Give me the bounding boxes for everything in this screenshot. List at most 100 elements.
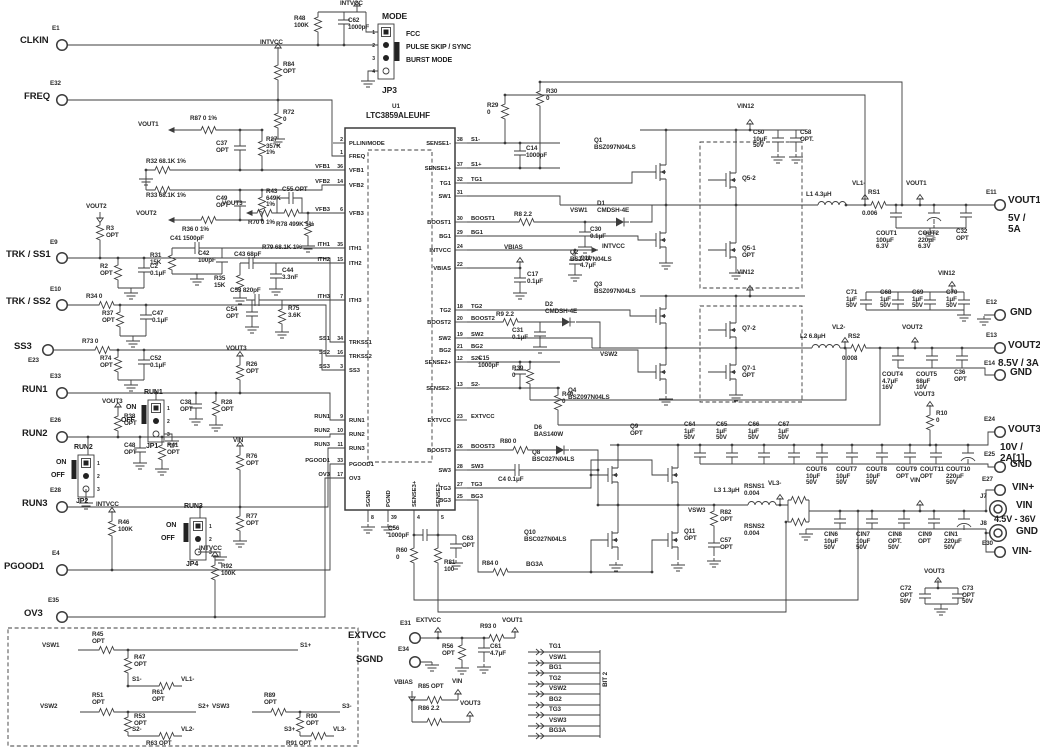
label-cout5-68-f-10v: COUT5 68μF 10V xyxy=(916,371,937,392)
label-c31-0-1-f: C31 0.1μF xyxy=(512,327,528,341)
label-q1-bsz097n04ls: Q1 BSZ097N04LS xyxy=(594,137,636,151)
label-e35: E35 xyxy=(48,597,59,604)
svg-text:BG3: BG3 xyxy=(471,494,484,500)
label-r79-68-1k-1: R79 68.1K 1% xyxy=(262,244,302,251)
label-e10: E10 xyxy=(50,286,61,293)
label-e34: E34 xyxy=(398,646,409,653)
svg-text:BOOST3: BOOST3 xyxy=(427,448,452,454)
label-c72-opt-50v: C72 OPT 50V xyxy=(900,585,913,606)
label-c48-opt: C48 OPT xyxy=(124,442,137,456)
svg-text:BOOST1: BOOST1 xyxy=(471,216,496,222)
signal-vsw3: VSW3 xyxy=(549,717,567,724)
svg-text:BOOST2: BOOST2 xyxy=(427,320,451,326)
label-e13: E13 xyxy=(986,332,997,339)
label-e24: E24 xyxy=(984,416,995,423)
label-q10-bsc027n04ls: Q10 BSC027N04LS xyxy=(524,529,567,543)
label-s2: S2+ xyxy=(198,703,210,710)
terminal-3 xyxy=(55,298,69,312)
label-r81-100: R81 100 xyxy=(444,559,456,573)
label-q3-bsz097n04ls: Q3 BSZ097N04LS xyxy=(594,281,636,295)
label-jp4: JP4 xyxy=(186,561,199,568)
label-jp1: JP1 xyxy=(146,443,159,450)
svg-text:S1+: S1+ xyxy=(471,162,482,168)
svg-text:22: 22 xyxy=(457,262,463,268)
label-4-5v-36v: 4.5V - 36V xyxy=(994,514,1036,524)
label-vsw2: VSW2 xyxy=(40,703,58,710)
svg-text:12: 12 xyxy=(457,356,463,362)
label-cout10-220-f-50v: COUT10 220μF 50V xyxy=(946,466,971,487)
label-gnd: GND xyxy=(1016,526,1038,537)
label-cin9-opt: CIN9 OPT xyxy=(918,531,932,545)
svg-text:2: 2 xyxy=(209,537,212,543)
svg-text:3: 3 xyxy=(209,550,212,556)
label-s1: S1+ xyxy=(300,642,312,649)
label-e25: E25 xyxy=(984,451,995,458)
svg-text:1: 1 xyxy=(340,150,343,156)
svg-text:TG1: TG1 xyxy=(440,181,452,187)
svg-text:VFB2: VFB2 xyxy=(315,179,330,185)
svg-text:TG1: TG1 xyxy=(471,177,483,183)
label-c55-opt: C55 OPT xyxy=(282,186,308,193)
label-q5-2: Q5-2 xyxy=(742,175,756,182)
label-c54-opt: C54 OPT xyxy=(226,306,239,320)
label-clkin: CLKIN xyxy=(20,35,49,46)
label-c61-4-7-f: C61 4.7μF xyxy=(490,643,506,657)
label-e14: E14 xyxy=(984,360,995,367)
label-intvcc: INTVCC xyxy=(602,243,625,250)
label-j7: J7 xyxy=(980,493,987,500)
label-r10-0: R10 0 xyxy=(936,410,948,424)
label-e1: E1 xyxy=(52,25,60,32)
label-vout1: VOUT1 xyxy=(138,121,159,128)
terminal-big-17 xyxy=(988,499,1008,519)
svg-text:SENSE2+: SENSE2+ xyxy=(425,360,452,366)
svg-text:PLLIN/MODE: PLLIN/MODE xyxy=(349,141,385,147)
label-c63-opt: C63 OPT xyxy=(462,535,475,549)
label-vin12: VIN12 xyxy=(737,269,755,276)
svg-text:SENSE3+: SENSE3+ xyxy=(412,480,418,507)
label-vl2: VL2- xyxy=(832,324,846,331)
label-r61-opt: R61 OPT xyxy=(152,689,165,703)
svg-text:1: 1 xyxy=(167,406,170,412)
label-run3: RUN3 xyxy=(184,503,203,510)
label-cout9-opt: COUT9 OPT xyxy=(896,466,917,480)
label-r28-opt: R28 OPT xyxy=(221,399,234,413)
label-cout8-10-f-50v: COUT8 10μF 50V xyxy=(866,466,887,487)
label-d2-cmdsh-4e: D2 CMDSH-4E xyxy=(545,301,578,315)
svg-text:ITH3: ITH3 xyxy=(349,298,362,304)
terminal-big-18 xyxy=(988,523,1008,543)
label-s2: S2- xyxy=(132,726,142,733)
signal-bracket-label: BIT 2 xyxy=(602,672,609,687)
jumper-JP4 xyxy=(189,517,207,561)
label-vout1: VOUT1 xyxy=(906,180,927,187)
svg-text:TG3: TG3 xyxy=(471,482,483,488)
label-r46-100k: R46 100K xyxy=(118,519,133,533)
svg-text:9: 9 xyxy=(340,414,343,420)
svg-text:35: 35 xyxy=(337,242,343,248)
label-r91-opt: R91 OPT xyxy=(286,740,312,747)
svg-text:6: 6 xyxy=(340,207,343,213)
label-j8: J8 xyxy=(980,520,987,527)
label-r38-opt: R38 OPT xyxy=(124,413,137,427)
svg-text:SW3: SW3 xyxy=(471,464,484,470)
label-r70-0-1: R70 0 1% xyxy=(248,219,275,226)
label-r89-opt: R89 OPT xyxy=(264,692,277,706)
svg-text:S2-: S2- xyxy=(471,382,480,388)
label-q11-opt: Q11 OPT xyxy=(684,528,697,542)
label-fcc: FCC xyxy=(406,31,421,38)
label-vout1: VOUT1 xyxy=(1008,195,1040,206)
svg-text:SS3: SS3 xyxy=(349,368,361,374)
label-vout2: VOUT2 xyxy=(86,203,107,210)
label-r78-499k-1: R78 499K 1% xyxy=(276,221,315,228)
svg-text:24: 24 xyxy=(457,244,463,250)
svg-text:VFB3: VFB3 xyxy=(349,211,365,217)
svg-text:ITH2: ITH2 xyxy=(349,261,362,267)
label-r8-2-2: R8 2.2 xyxy=(514,211,532,218)
label-vin: VIN xyxy=(910,477,921,484)
label-c30-0-1-f: C30 0.1μF xyxy=(590,226,606,240)
label-e28: E28 xyxy=(50,487,61,494)
label-on: ON xyxy=(166,522,177,529)
svg-text:15: 15 xyxy=(337,257,343,263)
label-r32-68-1k-1: R32 68.1K 1% xyxy=(146,158,186,165)
label-cin7-10-f-50v: CIN7 10μF 50V xyxy=(856,531,871,552)
label-ltc3859aleuhf: LTC3859ALEUHF xyxy=(366,111,430,120)
